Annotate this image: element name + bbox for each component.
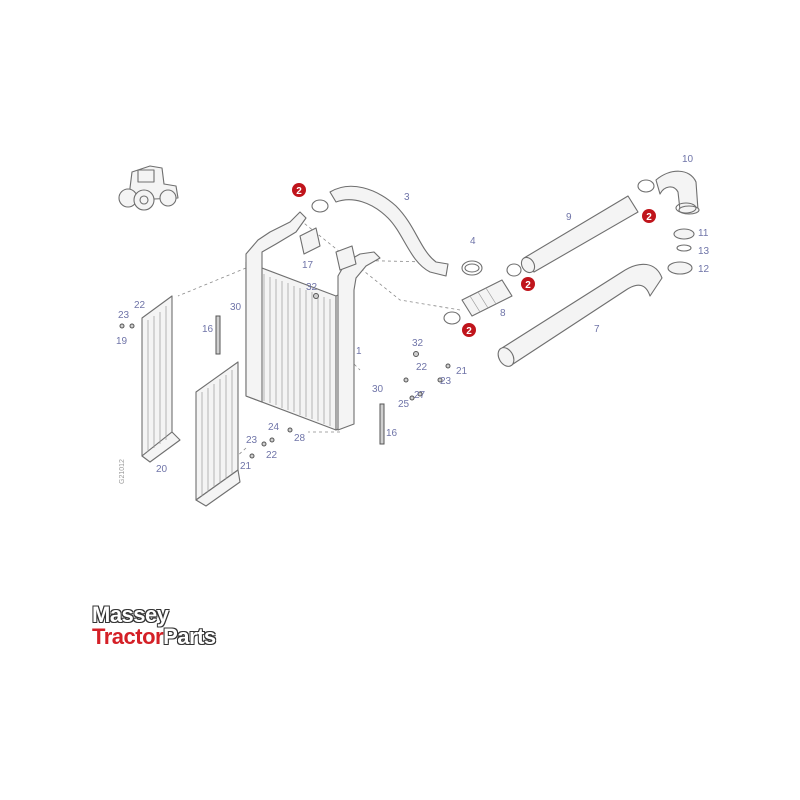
callout-32-top: 32	[306, 282, 318, 293]
pipe-9	[520, 195, 639, 274]
mounting-hardware	[119, 227, 451, 459]
callout-23-mid: 23	[246, 435, 258, 446]
callout-30-right: 30	[372, 384, 384, 395]
callout-7: 7	[594, 324, 600, 335]
callout-22-mid: 22	[266, 450, 278, 461]
logo-word-parts: Parts	[163, 624, 216, 649]
callout-16-right: 16	[386, 428, 398, 439]
callout-19: 19	[116, 336, 128, 347]
callout-17: 17	[302, 260, 314, 271]
callout-32-right: 32	[412, 338, 424, 349]
svg-text:2: 2	[525, 280, 531, 291]
callout-30-left: 30	[230, 302, 242, 313]
svg-text:2: 2	[466, 326, 472, 337]
hose-clamps	[311, 179, 697, 325]
callout-21-left: 21	[240, 461, 252, 472]
callout-4: 4	[470, 236, 476, 247]
brand-logo: Massey TractorParts	[92, 604, 262, 652]
callout-13: 13	[698, 246, 710, 257]
callout-23-left: 23	[118, 310, 130, 321]
logo-word-tractor: Tractor	[92, 624, 164, 649]
clamp-4	[461, 260, 483, 276]
elbow-10	[655, 170, 700, 215]
callout-labels: 1 3 4 7 8 9 10 11 13 12 16 16 17 19 20 2…	[116, 154, 710, 475]
callout-3: 3	[404, 192, 410, 203]
badge-2-b: 2	[462, 323, 476, 337]
callout-21-right: 21	[456, 366, 468, 377]
badge-2-d: 2	[642, 209, 656, 223]
callout-25: 25	[398, 399, 410, 410]
svg-text:2: 2	[646, 212, 652, 223]
hose-8	[461, 279, 513, 317]
side-cooler-rear	[141, 295, 181, 463]
callout-27: 27	[414, 390, 426, 401]
callout-28: 28	[294, 433, 306, 444]
callout-12: 12	[698, 264, 710, 275]
callout-1: 1	[356, 346, 362, 357]
badge-2-c: 2	[521, 277, 535, 291]
callout-22-right: 22	[416, 362, 428, 373]
tractor-thumbnail-icon	[118, 165, 179, 211]
callout-24: 24	[268, 422, 280, 433]
pipe-7	[497, 263, 663, 367]
callout-8: 8	[500, 308, 506, 319]
callout-20: 20	[156, 464, 168, 475]
callout-10: 10	[682, 154, 694, 165]
badge-2-a: 2	[292, 183, 306, 197]
fittings-11-13-12	[667, 228, 695, 275]
intercooler-core	[245, 211, 381, 431]
logo-word-massey: Massey	[92, 602, 169, 627]
callout-23-right: 23	[440, 376, 452, 387]
callout-16-left: 16	[202, 324, 214, 335]
side-cooler-front	[195, 361, 241, 507]
callout-9: 9	[566, 212, 572, 223]
callout-11: 11	[698, 228, 709, 239]
hose-3	[329, 185, 449, 277]
svg-text:2: 2	[296, 186, 302, 197]
logo-line-2: TractorParts	[92, 626, 262, 648]
drawing-code: G21012	[119, 459, 126, 484]
callout-22-left: 22	[134, 300, 146, 311]
